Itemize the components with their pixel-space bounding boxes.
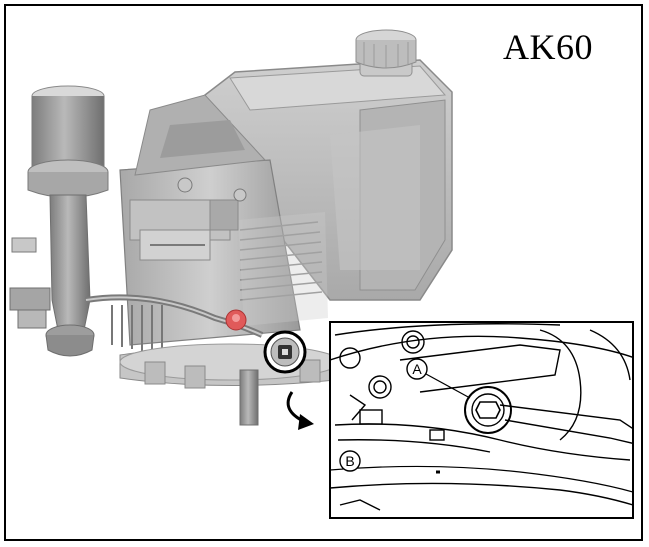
model-label: AK60 [503, 27, 593, 67]
callout-a-label: A [412, 361, 422, 377]
oil-fill-cap [225, 309, 247, 331]
callout-arrow-icon [286, 391, 314, 430]
callout-b: B [339, 450, 361, 472]
detail-inset: A B [329, 321, 634, 519]
fuel-cap [355, 29, 417, 77]
fuel-tank [204, 59, 453, 301]
drain-plug-highlight [263, 330, 307, 374]
callout-a: A [406, 358, 471, 399]
engine-block [119, 94, 328, 346]
engine-base [119, 343, 341, 426]
air-filter [9, 85, 109, 357]
cooling-fins-left [111, 305, 163, 355]
callout-b-label: B [345, 453, 354, 469]
